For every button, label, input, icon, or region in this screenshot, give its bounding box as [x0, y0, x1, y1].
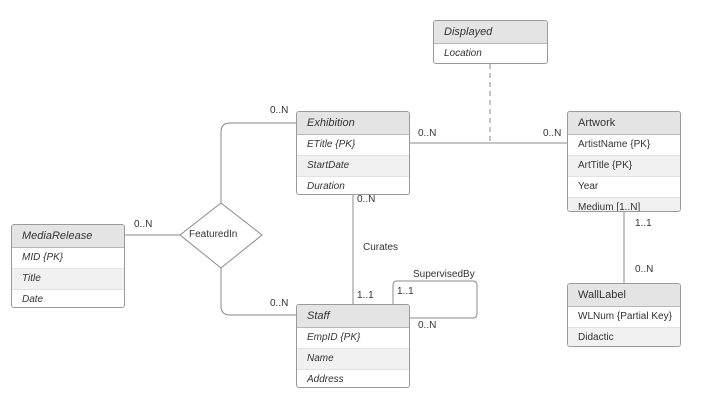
- entity-walllabel-attr: Didactic: [568, 328, 680, 346]
- entity-mediarelease-attr: MID {PK}: [12, 248, 124, 269]
- entity-mediarelease-title: MediaRelease: [12, 225, 124, 248]
- entity-displayed-attr: Location: [444, 48, 482, 59]
- supervisedby-loop: [392, 280, 478, 319]
- entity-staff-attr: Address: [307, 374, 344, 385]
- entity-mediarelease-attr: Date: [22, 294, 44, 305]
- multiplicity-exhibition-curates: 0..N: [357, 194, 376, 205]
- entity-artwork[interactable]: Artwork ArtistName {PK} ArtTitle {PK} Ye…: [567, 111, 681, 212]
- multiplicity-artwork-walllabel-top: 1..1: [635, 218, 652, 229]
- entity-exhibition-title: Exhibition: [297, 112, 409, 135]
- multiplicity-artwork-walllabel-bottom: 0..N: [635, 264, 654, 275]
- entity-exhibition-attr: Duration: [307, 181, 345, 192]
- entity-exhibition-attr: StartDate: [297, 156, 409, 177]
- entity-artwork-attr: Year: [568, 177, 680, 198]
- featuredin-label: FeaturedIn: [189, 229, 238, 240]
- entity-walllabel[interactable]: WallLabel WLNum {Partial Key} Didactic: [567, 283, 681, 347]
- multiplicity-media-featured: 0..N: [134, 219, 153, 230]
- entity-mediarelease-attr: Title: [12, 269, 124, 290]
- multiplicity-exhibition-featured: 0..N: [270, 105, 289, 116]
- featuredin-diamond: [179, 202, 263, 269]
- entity-mediarelease[interactable]: MediaRelease MID {PK} Title Date: [11, 224, 125, 308]
- entity-displayed[interactable]: Displayed Location: [433, 20, 548, 64]
- entity-artwork-title: Artwork: [568, 112, 680, 135]
- exhibition-featuredin-line: [220, 122, 296, 203]
- curates-label: Curates: [363, 242, 399, 253]
- multiplicity-staff-curates: 1..1: [357, 290, 374, 301]
- entity-exhibition[interactable]: Exhibition ETitle {PK} StartDate Duratio…: [296, 111, 410, 195]
- multiplicity-exhibition-artwork-right: 0..N: [543, 128, 562, 139]
- entity-displayed-title: Displayed: [434, 21, 547, 44]
- multiplicity-staff-featured: 0..N: [270, 298, 289, 309]
- entity-walllabel-attr: WLNum {Partial Key}: [568, 307, 680, 328]
- supervisedby-label: SupervisedBy: [413, 269, 475, 280]
- entity-staff-title: Staff: [297, 305, 409, 328]
- entity-artwork-attr: ArtistName {PK}: [568, 135, 680, 156]
- entity-staff-attr: EmpID {PK}: [297, 328, 409, 349]
- entity-staff-attr: Name: [297, 349, 409, 370]
- entity-exhibition-attr: ETitle {PK}: [297, 135, 409, 156]
- entity-walllabel-title: WallLabel: [568, 284, 680, 307]
- entity-artwork-attr: ArtTitle {PK}: [568, 156, 680, 177]
- entity-staff[interactable]: Staff EmpID {PK} Name Address: [296, 304, 410, 388]
- entity-artwork-attr: Medium [1..N]: [568, 198, 680, 211]
- multiplicity-supervised-bottom: 0..N: [418, 320, 437, 331]
- staff-featuredin-line: [220, 268, 296, 316]
- multiplicity-exhibition-artwork-left: 0..N: [418, 128, 437, 139]
- multiplicity-supervised-top: 1..1: [397, 286, 414, 297]
